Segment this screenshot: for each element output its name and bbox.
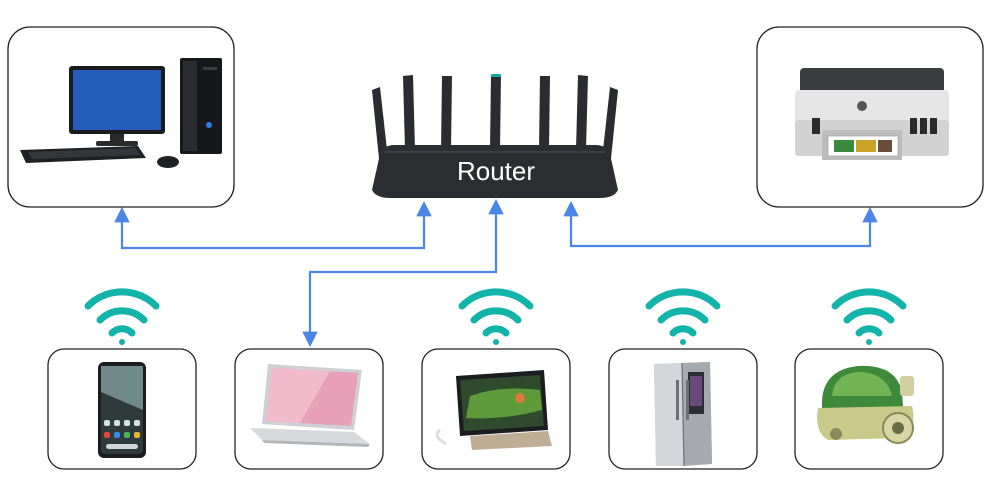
robot-vacuum-node [794,348,944,470]
router: Router [372,74,618,198]
wifi-symbols [84,288,907,345]
refrigerator-node [608,348,758,470]
router-body [372,145,618,198]
robot-vacuum-icon [817,365,914,444]
router-label: Router [457,156,535,186]
wifi-icon [84,288,160,345]
smartphone-icon [98,362,146,458]
printer-node [756,26,984,208]
smartphone-node [47,348,197,470]
wifi-icon [831,288,907,345]
connectors [114,198,878,348]
tablet-node [421,348,571,470]
connector-router-laptop [302,198,504,348]
wifi-icon [645,288,721,345]
smart-refrigerator-icon [654,362,712,467]
desktop-node [7,26,235,208]
connector-router-printer [563,200,878,248]
router-antenna-tips [491,74,501,77]
printer-icon [795,68,949,160]
connector-router-desktop [114,200,432,250]
wifi-icon [458,288,534,345]
desktop-computer-icon [20,58,222,168]
tablet-on-dock-icon [435,370,552,450]
laptop-icon [250,364,370,447]
laptop-node [234,348,384,470]
